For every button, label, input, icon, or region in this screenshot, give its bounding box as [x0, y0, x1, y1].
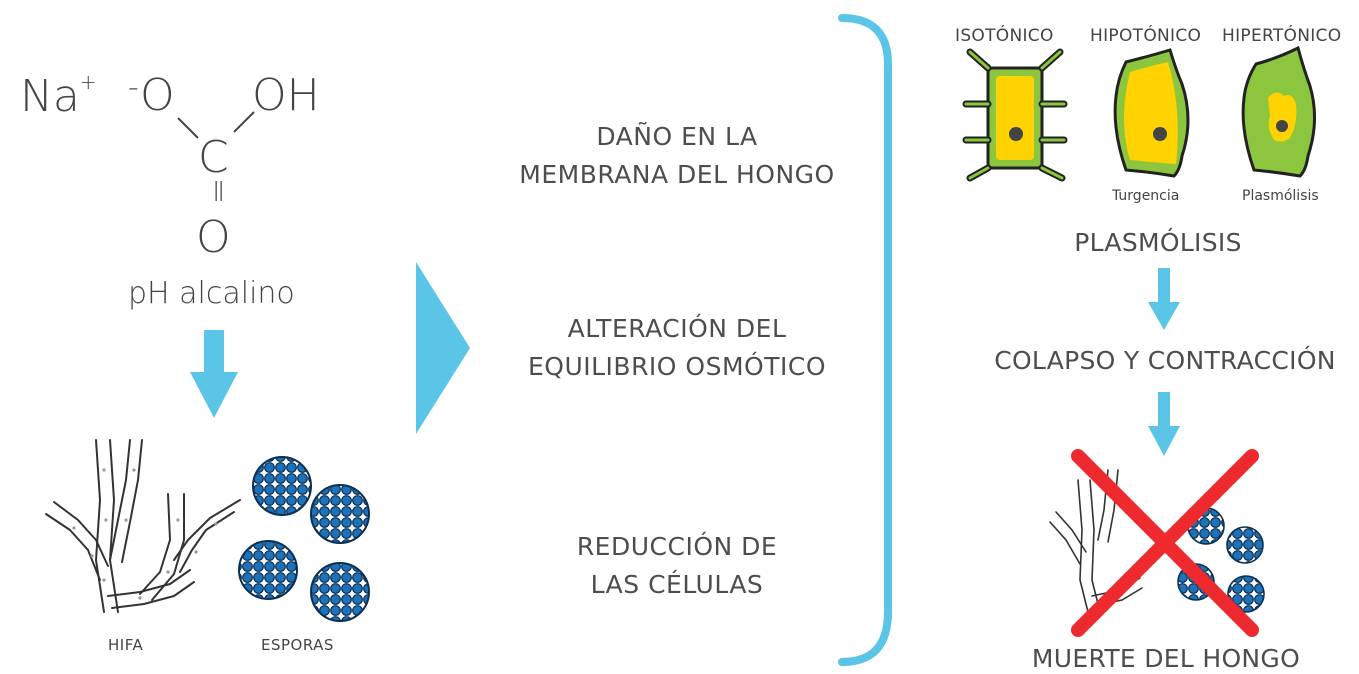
isotonico-label: ISOTÓNICO — [955, 26, 1054, 46]
spore-cluster — [310, 484, 370, 544]
plasmolisis-step: PLASMÓLISIS — [1074, 228, 1242, 257]
mechanism-line: ALTERACIÓN DEL — [567, 314, 787, 343]
mechanism-line: REDUCCIÓN DE — [576, 532, 778, 561]
sodium-symbol: Na — [20, 71, 80, 122]
muerte-step: MUERTE DEL HONGO — [1031, 644, 1301, 673]
ph-label: pH alcalino — [128, 276, 295, 311]
mechanism-line: LAS CÉLULAS — [590, 570, 764, 599]
esporas-label: ESPORAS — [261, 636, 334, 654]
bond-right — [233, 111, 255, 133]
hypertonic-cell — [1241, 45, 1317, 178]
oxygen-left: O — [140, 70, 175, 121]
mechanism-membrane: DAÑO EN LA MEMBRANA DEL HONGO — [500, 118, 854, 194]
spore-cluster — [1227, 575, 1265, 613]
hypotonic-cell — [1113, 48, 1190, 178]
anion-charge: - — [128, 70, 139, 105]
hipertonico-label: HIPERTÓNICO — [1222, 26, 1342, 46]
mechanism-cells: REDUCCIÓN DE LAS CÉLULAS — [500, 528, 854, 604]
hipotonico-label: HIPOTÓNICO — [1090, 26, 1202, 46]
bond-left — [177, 117, 199, 139]
spore-cluster — [238, 540, 298, 600]
sodium-cation: Na+ — [20, 70, 97, 122]
colapso-step: COLAPSO Y CONTRACCIÓN — [994, 346, 1336, 375]
hydroxyl-group: OH — [252, 70, 320, 121]
turgencia-label: Turgencia — [1112, 188, 1180, 204]
spore-cluster — [310, 562, 370, 622]
carbon-atom: C — [198, 132, 229, 183]
mechanism-osmotic: ALTERACIÓN DEL EQUILIBRIO OSMÓTICO — [500, 310, 854, 386]
mechanism-line: MEMBRANA DEL HONGO — [519, 160, 835, 189]
oxygen-bottom: O — [196, 212, 231, 263]
hifa-label: HIFA — [108, 636, 144, 654]
isotonic-cell — [962, 48, 1068, 182]
plasmolisis-small-label: Plasmólisis — [1242, 188, 1319, 204]
mechanism-line: EQUILIBRIO OSMÓTICO — [527, 352, 827, 381]
spore-cluster — [1226, 526, 1264, 564]
spore-cluster — [252, 456, 312, 516]
cation-charge: + — [79, 70, 97, 94]
mechanism-line: DAÑO EN LA — [596, 122, 758, 151]
